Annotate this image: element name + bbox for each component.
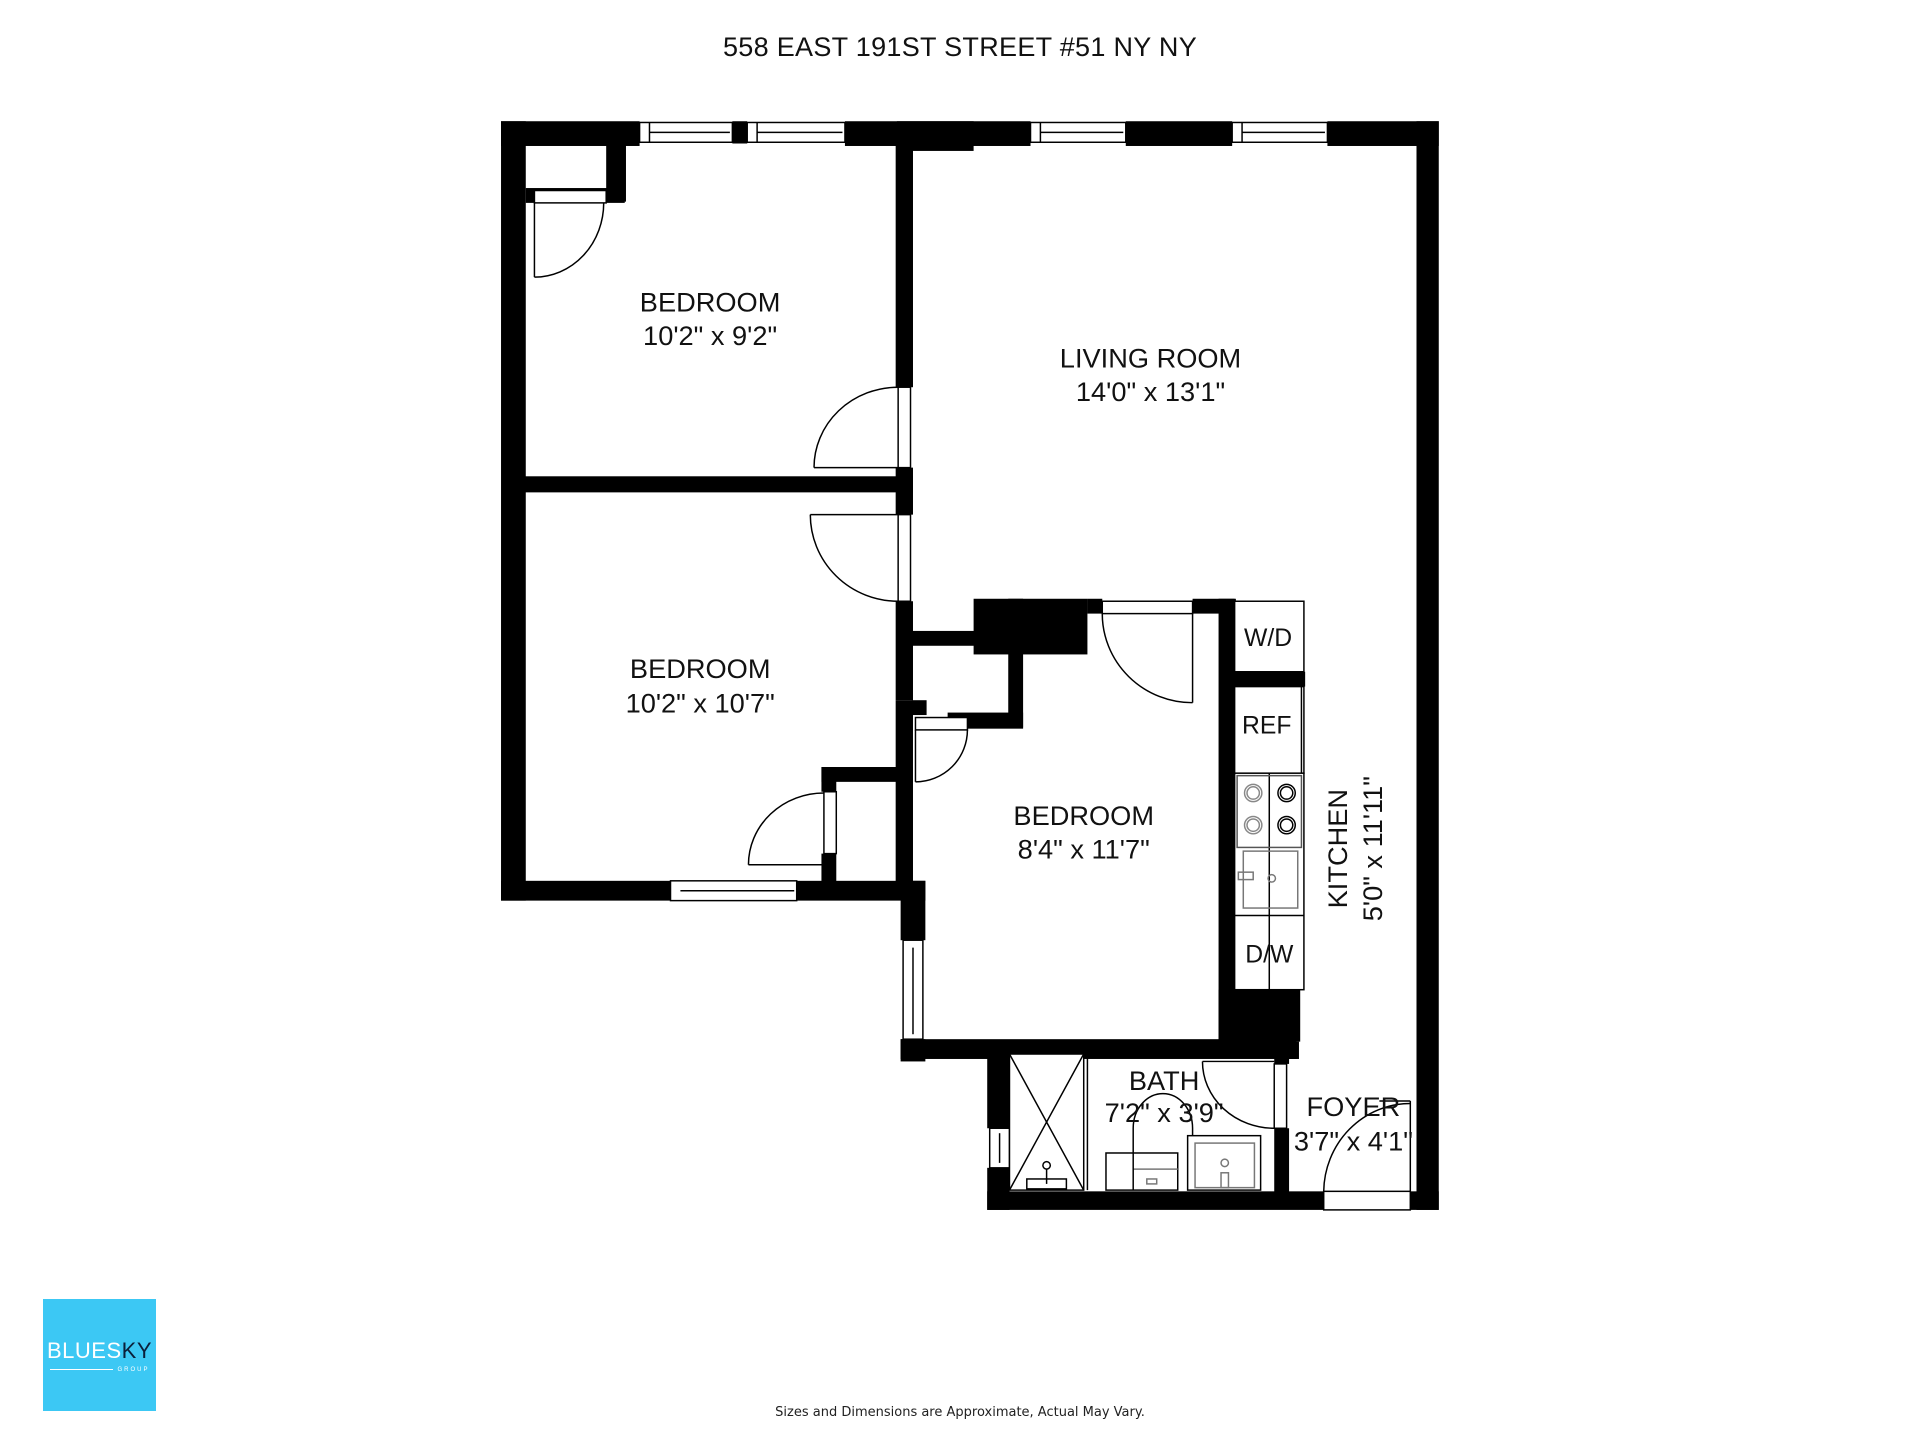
windows bbox=[638, 121, 1329, 1169]
room-label-bedroom-2: BEDROOM bbox=[630, 653, 771, 684]
room-dims-bedroom-1: 10'2" x 9'2" bbox=[643, 320, 777, 351]
kitchen-fixtures bbox=[1233, 600, 1305, 991]
appliance-label-dishwasher: D/W bbox=[1245, 941, 1294, 968]
logo-group-text: GROUP bbox=[117, 1366, 150, 1373]
disclaimer: Sizes and Dimensions are Approximate, Ac… bbox=[775, 1405, 1145, 1420]
room-dims-bath: 7'2" x 3'9" bbox=[1105, 1097, 1224, 1128]
walls bbox=[501, 121, 1439, 1210]
logo-divider bbox=[49, 1369, 114, 1370]
room-dims-bedroom-2: 10'2" x 10'7" bbox=[626, 688, 775, 719]
room-labels: BEDROOM 10'2" x 9'2" LIVING ROOM 14'0" x… bbox=[626, 287, 1413, 1157]
page-title: 558 EAST 191ST STREET #51 NY NY bbox=[722, 32, 1198, 62]
room-label-foyer: FOYER bbox=[1307, 1091, 1401, 1122]
room-label-bedroom-1: BEDROOM bbox=[640, 287, 781, 318]
doors bbox=[533, 189, 1412, 1211]
appliance-label-refrigerator: REF bbox=[1242, 713, 1291, 740]
room-label-bedroom-3: BEDROOM bbox=[1013, 800, 1154, 831]
logo-wordmark: BLUESKY bbox=[46, 1337, 152, 1363]
bath-fixtures bbox=[1008, 1053, 1262, 1191]
logo-subline: GROUP bbox=[49, 1366, 150, 1373]
bluesky-logo: BLUESKY GROUP bbox=[43, 1299, 156, 1411]
room-label-kitchen: KITCHEN bbox=[1322, 789, 1353, 908]
room-label-living-room: LIVING ROOM bbox=[1060, 342, 1241, 373]
appliance-label-washer-dryer: W/D bbox=[1244, 625, 1292, 652]
room-dims-foyer: 3'7" x 4'1" bbox=[1294, 1126, 1413, 1157]
room-dims-bedroom-3: 8'4" x 11'7" bbox=[1018, 834, 1150, 865]
room-label-bath: BATH bbox=[1129, 1065, 1200, 1096]
room-dims-kitchen: 5'0" x 11'11" bbox=[1357, 776, 1388, 921]
room-dims-living-room: 14'0" x 13'1" bbox=[1076, 376, 1225, 407]
